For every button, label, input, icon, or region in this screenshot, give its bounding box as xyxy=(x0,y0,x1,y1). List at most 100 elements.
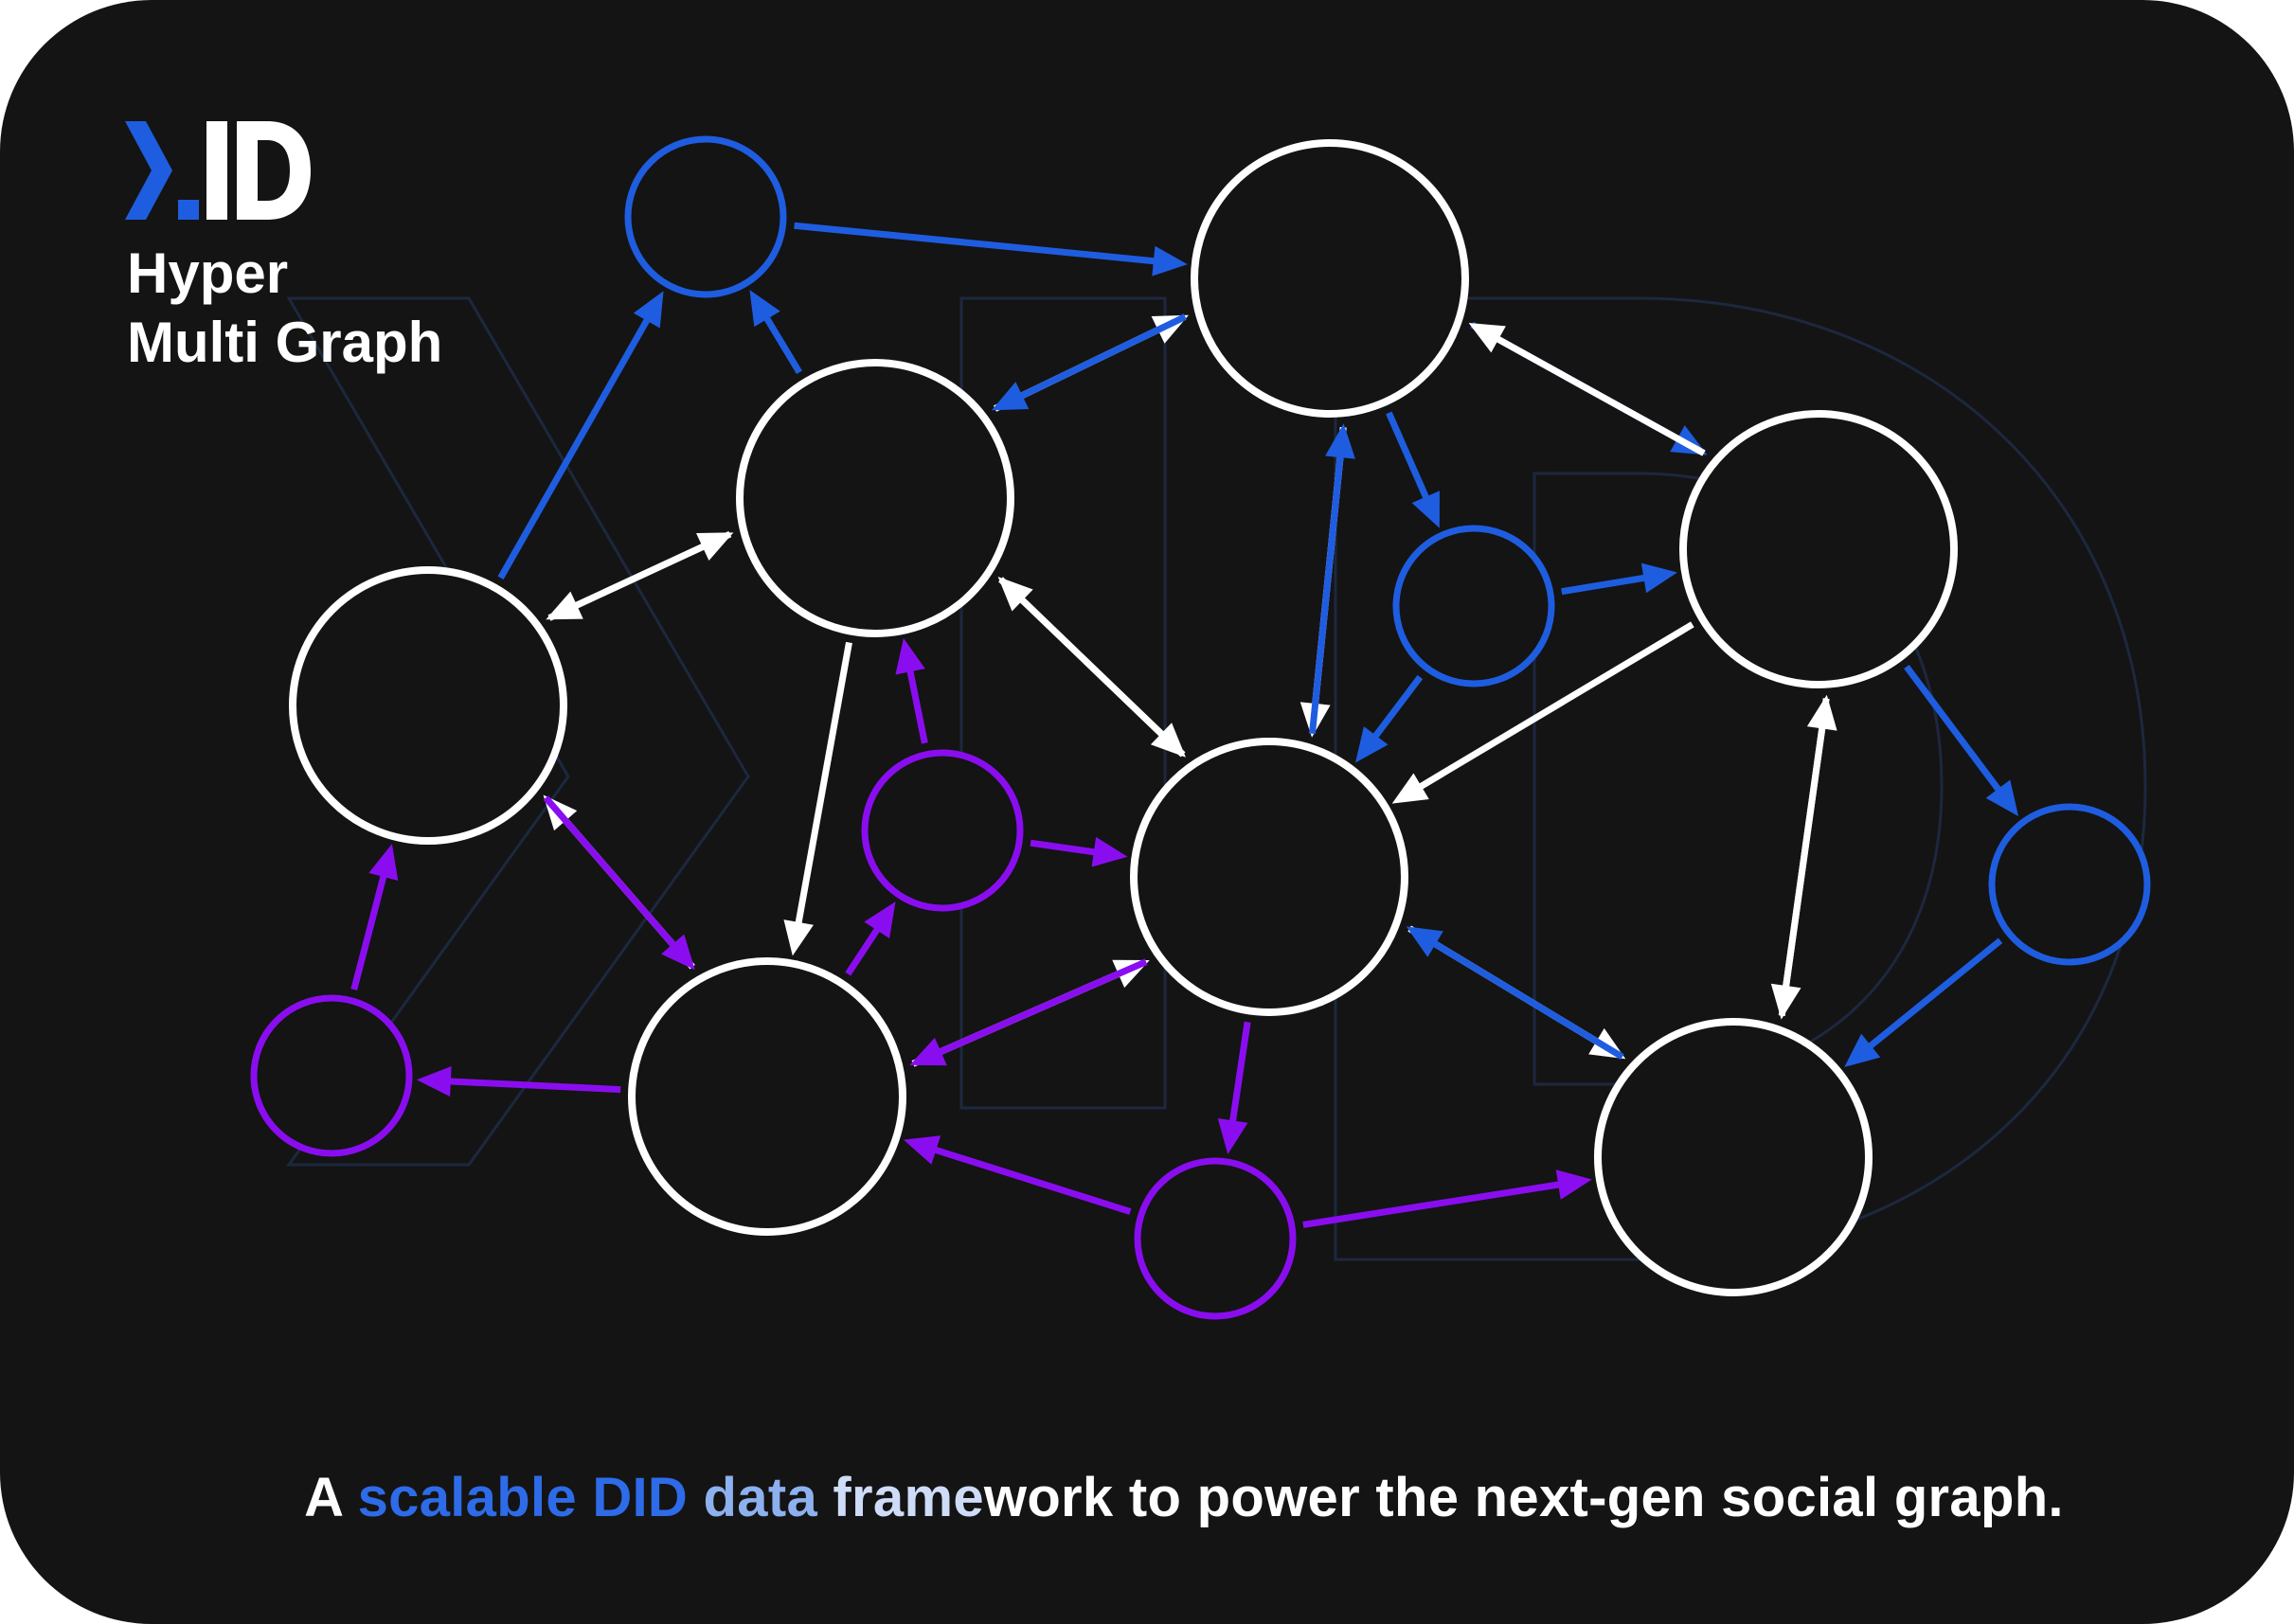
arrowhead-icon xyxy=(1325,423,1355,459)
arrowhead-icon xyxy=(1806,694,1837,731)
edge-b2-to-E xyxy=(1355,674,1424,763)
tagline: A scalable DID data framework to power t… xyxy=(0,1466,2294,1529)
edge-line xyxy=(350,874,387,990)
arrowhead-icon xyxy=(895,638,925,675)
edge-line xyxy=(1018,313,1187,400)
edge-b3-to-G xyxy=(1844,937,2003,1067)
edge-line xyxy=(1495,335,1706,456)
edge-D-to-C xyxy=(1468,322,1706,456)
edge-A-to-b1 xyxy=(497,291,664,580)
node-A xyxy=(289,566,567,845)
edge-C-to-B xyxy=(991,313,1187,411)
arrowhead-icon xyxy=(903,1135,941,1165)
arrowhead-icon xyxy=(864,901,896,939)
edge-line xyxy=(845,926,881,976)
arrowhead-icon xyxy=(1406,926,1443,957)
edge-E-to-p3 xyxy=(1217,1021,1251,1154)
arrowhead-icon xyxy=(416,1066,452,1098)
edge-line xyxy=(794,222,1156,265)
node-p1 xyxy=(250,994,413,1157)
edge-E-to-F xyxy=(909,958,1148,1066)
arrowhead-icon xyxy=(1844,1033,1881,1067)
arrowhead-icon xyxy=(368,844,399,881)
edge-line xyxy=(1371,674,1424,740)
edge-line xyxy=(1018,597,1186,758)
edge-F-to-p1 xyxy=(416,1066,621,1098)
edge-D-to-b3 xyxy=(1904,664,2019,816)
arrowhead-icon xyxy=(661,934,695,971)
arrowhead-icon xyxy=(1640,562,1678,594)
tagline-part-rest: work to power the next-gen social graph. xyxy=(983,1467,2064,1528)
edge-G-to-E xyxy=(1406,926,1624,1061)
arrowhead-icon xyxy=(749,290,780,328)
arrowhead-icon xyxy=(1152,245,1188,277)
edges-layer xyxy=(350,222,2019,1228)
edge-b1-to-C xyxy=(794,222,1188,277)
arrowhead-icon xyxy=(1091,836,1128,867)
edge-line xyxy=(1302,1181,1561,1228)
tagline-highlight-data: data xyxy=(703,1467,833,1528)
edge-line xyxy=(1867,937,2003,1050)
tagline-part-1: A xyxy=(304,1467,358,1528)
arrowhead-icon xyxy=(783,919,814,956)
edge-F-to-p2 xyxy=(845,901,896,976)
edge-p3-to-G xyxy=(1302,1169,1592,1228)
node-G xyxy=(1594,1018,1873,1296)
edge-line xyxy=(497,317,651,580)
node-b2 xyxy=(1392,525,1555,687)
edge-line xyxy=(1778,725,1826,1017)
edge-b2-to-D xyxy=(1561,562,1678,596)
logo-letter-i xyxy=(206,121,227,220)
edge-line xyxy=(573,530,732,610)
node-E xyxy=(1130,738,1408,1016)
edge-G-to-D xyxy=(1778,694,1837,1017)
edge-line xyxy=(933,1146,1132,1215)
arrowhead-icon xyxy=(1985,779,2019,816)
edge-E-to-C xyxy=(1308,423,1355,735)
edge-line xyxy=(1308,455,1344,735)
arrowhead-icon xyxy=(546,591,583,620)
edge-line xyxy=(448,1078,621,1094)
arrowhead-icon xyxy=(1217,1118,1248,1154)
tagline-highlight-frame: frame xyxy=(833,1467,984,1528)
node-p2 xyxy=(861,749,1024,912)
arrowhead-icon xyxy=(997,577,1033,612)
edge-A-to-F xyxy=(543,795,695,971)
arrowhead-icon xyxy=(633,291,664,329)
edge-p2-to-B xyxy=(895,638,928,744)
logo-letter-d xyxy=(237,121,311,220)
chevron-icon xyxy=(125,121,172,220)
edge-p3-to-F xyxy=(903,1135,1132,1215)
arrowhead-icon xyxy=(1411,491,1440,528)
edge-line xyxy=(763,315,802,375)
arrowhead-icon xyxy=(909,1037,947,1066)
edge-line xyxy=(1386,411,1430,500)
arrowhead-icon xyxy=(991,382,1030,411)
nodes-layer xyxy=(250,135,2151,1320)
edge-E-to-B xyxy=(997,577,1186,758)
edge-line xyxy=(1904,664,2002,793)
arrowhead-icon xyxy=(1355,726,1389,763)
edge-line xyxy=(1432,939,1624,1061)
node-C xyxy=(1191,139,1469,418)
arrowhead-icon xyxy=(1391,773,1429,804)
edge-D-to-E xyxy=(1391,621,1694,804)
edge-line xyxy=(1418,621,1694,791)
logo-dot xyxy=(178,200,199,220)
edge-line xyxy=(906,669,928,744)
brand-logo xyxy=(125,121,311,220)
node-p3 xyxy=(1134,1157,1297,1320)
edge-B-to-A xyxy=(546,530,732,620)
arrowhead-icon xyxy=(1468,322,1506,353)
node-b1 xyxy=(624,135,787,298)
edge-p1-to-A xyxy=(350,844,399,990)
edge-line xyxy=(938,958,1148,1056)
node-D xyxy=(1679,410,1958,688)
edge-p2-to-E xyxy=(1030,836,1128,867)
title-line-1: Hyper xyxy=(127,241,289,305)
node-F xyxy=(628,957,906,1236)
edge-line xyxy=(543,795,677,948)
edge-line xyxy=(1561,574,1647,596)
